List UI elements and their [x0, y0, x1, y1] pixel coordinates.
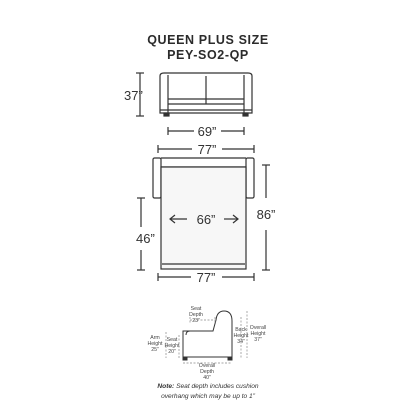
closed-depth-label: 46” — [136, 231, 155, 246]
svg-text:37”: 37” — [254, 337, 262, 343]
front-height-label: 37” — [124, 88, 143, 103]
svg-text:40”: 40” — [203, 375, 211, 381]
svg-text:Height: Height — [148, 341, 164, 347]
top-width-dimension — [157, 145, 255, 153]
svg-text:Depth: Depth — [200, 369, 214, 375]
svg-text:Height: Height — [165, 343, 181, 349]
bottom-width-dimension — [157, 273, 255, 281]
seat-depth-label: Seat Depth 23” — [189, 306, 203, 324]
side-view-sofa — [182, 310, 233, 361]
front-width-label: 69” — [198, 124, 217, 139]
svg-text:34”: 34” — [237, 339, 245, 345]
mattress-width-dimension — [169, 214, 239, 224]
note-line-2: overhang which may be up to 1” — [161, 393, 255, 400]
overall-depth-label: Overall Depth 40” — [199, 363, 215, 381]
top-view-sleeper — [152, 157, 255, 270]
svg-text:Overall: Overall — [199, 363, 215, 369]
top-width-label: 77” — [198, 142, 217, 157]
svg-text:20”: 20” — [168, 349, 176, 355]
svg-text:Height: Height — [251, 331, 267, 337]
note-bold: Note: — [157, 383, 175, 390]
arm-height-label: Arm Height 25” — [148, 335, 164, 353]
note-line-1: Note: Seat depth includes cushion — [157, 383, 259, 390]
closed-depth-dimension — [137, 197, 145, 271]
product-title: QUEEN PLUS SIZE — [147, 33, 269, 47]
svg-text:Seat: Seat — [167, 337, 178, 343]
front-height-dimension — [136, 72, 144, 117]
open-depth-label: 86” — [257, 207, 276, 222]
svg-text:Arm: Arm — [150, 335, 160, 341]
mattress-width-label: 66” — [197, 212, 216, 227]
overall-height-label: Overall Height 37” — [250, 325, 266, 343]
front-width-dimension — [167, 127, 245, 135]
open-depth-dimension — [262, 164, 270, 271]
model-number: PEY-SO2-QP — [167, 48, 249, 62]
front-view-sofa — [159, 72, 253, 117]
seat-height-label: Seat Height 20” — [165, 337, 181, 355]
back-height-label: Back Height 34” — [234, 327, 250, 345]
bottom-width-label: 77” — [197, 270, 216, 285]
svg-text:Overall: Overall — [250, 325, 266, 331]
svg-text:Back: Back — [235, 327, 247, 333]
svg-text:23”: 23” — [192, 318, 200, 324]
svg-text:25”: 25” — [151, 347, 159, 353]
svg-text:Depth: Depth — [189, 312, 203, 318]
svg-text:Seat: Seat — [191, 306, 202, 312]
svg-text:Height: Height — [234, 333, 250, 339]
